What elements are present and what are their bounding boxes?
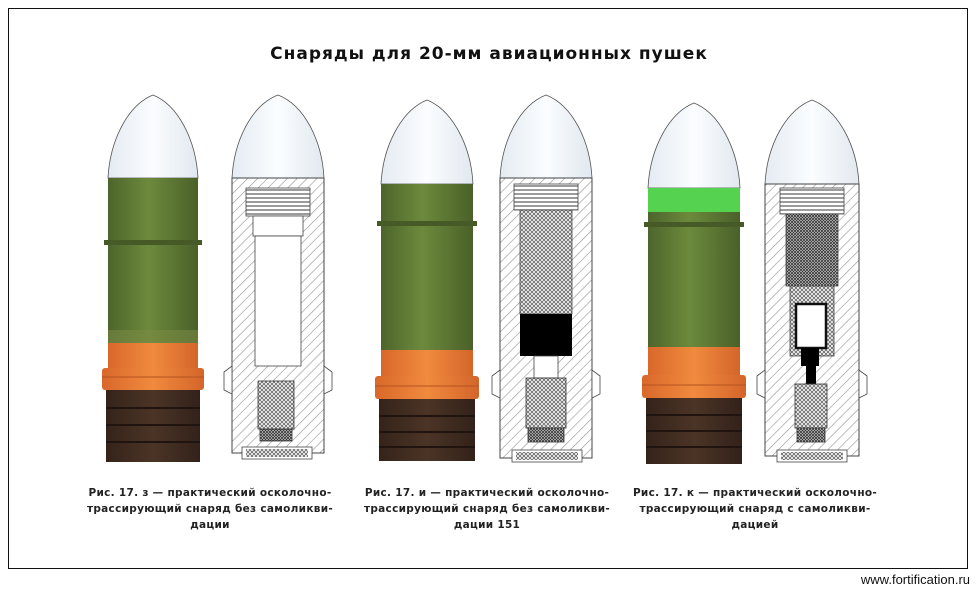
- caption-k-line-3: дацией: [731, 519, 779, 531]
- watermark: www.fortification.ru: [860, 572, 970, 587]
- caption-k-line-2: трассирующий снаряд с самоликви-: [639, 503, 871, 515]
- figure-frame: [8, 8, 968, 569]
- caption-i-line-1: Рис. 17. и — практический осколочно-: [364, 487, 610, 499]
- shell-i-exterior: [375, 99, 479, 461]
- caption-z-line-1: Рис. 17. з — практический осколочно-: [88, 487, 332, 499]
- shell-z-exterior: [102, 94, 204, 462]
- figure-title: Снаряды для 20-мм авиационных пушек: [270, 44, 708, 64]
- caption-i: Рис. 17. и — практический осколочно- тра…: [362, 485, 612, 533]
- shell-k-exterior: [642, 102, 746, 464]
- caption-i-line-2: трассирующий снаряд без самоликви-: [363, 503, 611, 515]
- shell-z-section: [223, 94, 333, 460]
- caption-k-line-1: Рис. 17. к — практический осколочно-: [632, 487, 878, 499]
- caption-z: Рис. 17. з — практический осколочно- тра…: [85, 485, 335, 533]
- shell-i-section: [491, 94, 601, 463]
- caption-z-line-3: дации: [190, 519, 230, 531]
- shell-k-section: [756, 99, 868, 463]
- caption-k: Рис. 17. к — практический осколочно- тра…: [630, 485, 880, 533]
- caption-z-line-2: трассирующий снаряд без самоликви-: [86, 503, 334, 515]
- caption-i-line-3: дации 151: [453, 519, 521, 531]
